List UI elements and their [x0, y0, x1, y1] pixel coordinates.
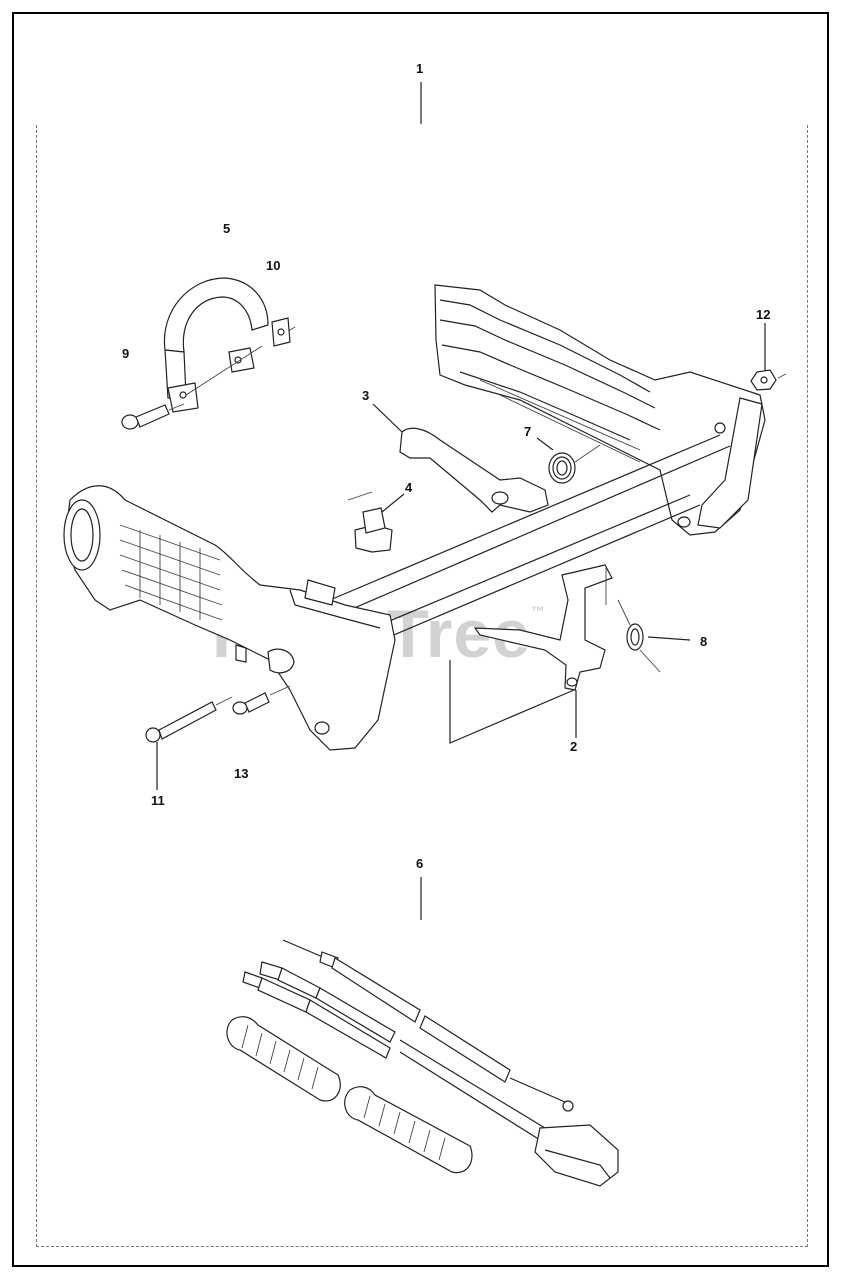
assembly-boundary: [36, 125, 808, 1247]
leader-bracket: [449, 660, 575, 744]
callout-3: 3: [362, 388, 370, 403]
leader-lines: [156, 82, 766, 920]
clamp-ring: [163, 277, 291, 413]
spring-part-7: [548, 444, 601, 484]
callout-11: 11: [151, 793, 165, 808]
callout-10: 10: [266, 258, 281, 273]
leader-8: [647, 636, 691, 641]
trigger-part-3: [399, 427, 549, 513]
callout-13: 13: [234, 766, 249, 781]
callout-8: 8: [700, 634, 708, 649]
callout-7: 7: [524, 424, 532, 439]
leader-3: [372, 403, 403, 433]
drawing-frame: [12, 12, 829, 1267]
callout-2: 2: [570, 739, 578, 754]
grip-sleeves: [226, 1016, 473, 1174]
dash-4: [347, 491, 373, 501]
nut-part-12: [750, 369, 787, 391]
block-part-4: [354, 507, 393, 553]
leader-4: [381, 493, 405, 513]
handle-housing: [434, 284, 766, 536]
callout-9: 9: [122, 346, 130, 361]
grip-texture: [119, 524, 223, 621]
screw-part-13: [232, 685, 291, 715]
screw-part-9: [121, 403, 185, 430]
rear-grip: [63, 485, 396, 751]
callout-4: 4: [405, 480, 413, 495]
lever-part-2: [473, 564, 613, 691]
callout-1: 1: [416, 61, 424, 76]
callout-6: 6: [416, 856, 424, 871]
callout-12: 12: [756, 307, 771, 322]
shaft-rods: [329, 434, 731, 641]
spring-part-8: [617, 599, 661, 673]
leader-7: [536, 437, 554, 451]
callout-5: 5: [223, 221, 231, 236]
screw-part-11: [145, 696, 233, 743]
cable-kit-part-6: [242, 939, 619, 1187]
